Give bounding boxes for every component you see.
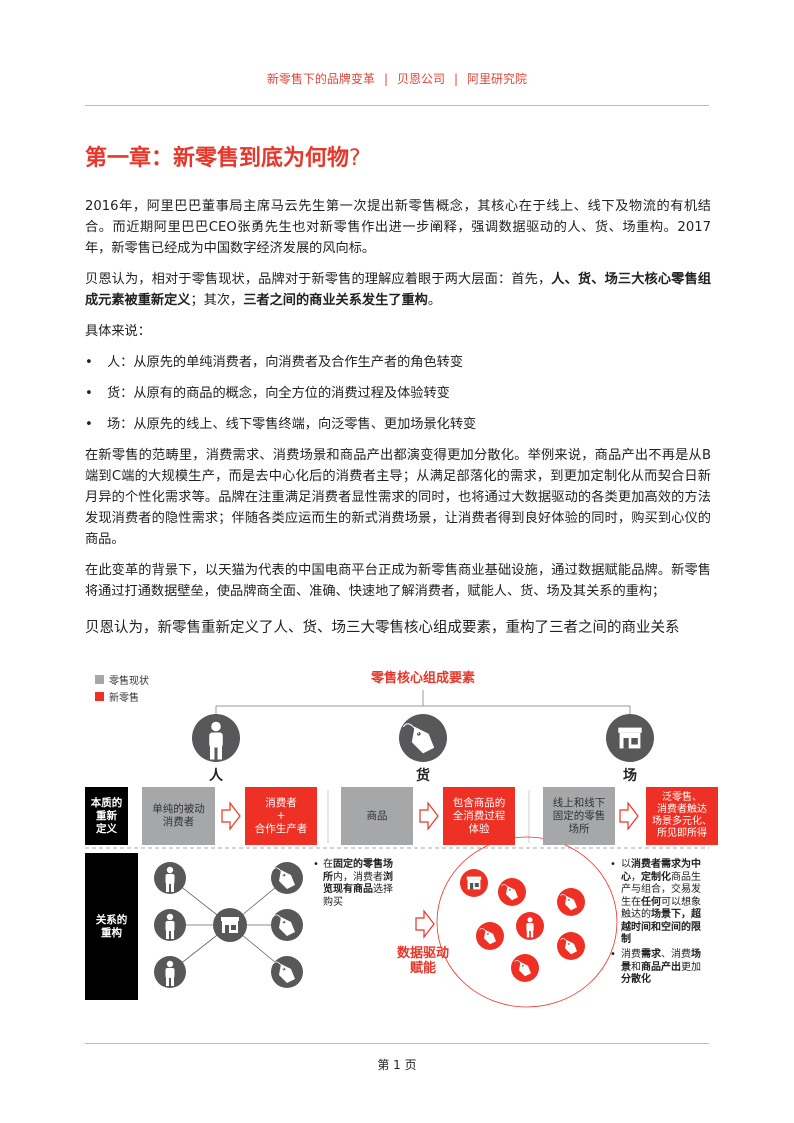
list-item: 人：从原先的单纯消费者，向消费者及合作生产者的角色转变 — [85, 352, 711, 373]
place-new-box: 泛零售、 消费者触达 场景多元化、 所见即所得 — [646, 787, 718, 845]
paragraph: 在此变革的背景下，以天猫为代表的中国电商平台正成为新零售商业基础设施，通过数据赋… — [85, 563, 711, 599]
header-institute: 阿里研究院 — [467, 72, 528, 86]
left-note: •在固定的零售场所内，消费者浏览现有商品选择购买 — [313, 859, 393, 908]
paragraph: 在新零售的范畴里，消费需求、消费场景和商品产出都演变得更加分散化。举例来说，商品… — [85, 448, 711, 547]
diagram-lead: 贝恩认为，新零售重新定义了人、货、场三大零售核心组成要素，重构了三者之间的商业关… — [85, 620, 680, 636]
place-current-box: 线上和线下 固定的零售 场所 — [543, 787, 615, 845]
header-company: 贝恩公司 — [396, 72, 445, 86]
goods-current-box: 商品 — [341, 787, 413, 845]
row-label-redefinition: 本质的 重新 定义 — [85, 787, 128, 845]
chapter-title: 第一章：新零售到底为何物? — [85, 146, 361, 171]
header-divider — [85, 105, 709, 106]
header-report-title: 新零售下的品牌变革 — [266, 72, 375, 86]
right-note-2: •消费需求、消费场景和商品产出更加分散化 — [610, 949, 701, 985]
goods-new-box: 包含商品的 全消费过程 体验 — [443, 787, 515, 845]
people-current-box: 单纯的被动 消费者 — [142, 787, 215, 845]
paragraph: 具体来说： — [85, 324, 151, 339]
data-driven-label: 数据驱动 赋能 — [396, 946, 449, 976]
row-label-restructure: 关系的 重构 — [85, 853, 138, 1000]
diagram-title: 零售核心组成要素 — [370, 671, 475, 686]
bullet-list: 人：从原先的单纯消费者，向消费者及合作生产者的角色转变 货：从原有的商品的概念，… — [85, 352, 711, 435]
legend-item-new: 新零售 — [95, 689, 139, 704]
element-label-place: 场 — [623, 768, 637, 784]
legend-item-current: 零售现状 — [95, 672, 149, 687]
body-text: 2016年，阿里巴巴董事局主席马云先生第一次提出新零售概念，其核心在于线上、线下… — [85, 196, 711, 649]
list-item: 场：从原先的线上、线下零售终端，向泛零售、更加场景化转变 — [85, 414, 711, 435]
paragraph: 2016年，阿里巴巴董事局主席马云先生第一次提出新零售概念，其核心在于线上、线下… — [85, 199, 711, 256]
legend-swatch — [95, 692, 104, 701]
list-item: 货：从原有的商品的概念，向全方位的消费过程及体验转变 — [85, 383, 711, 404]
element-label-people: 人 — [209, 768, 223, 784]
paragraph: 贝恩认为，相对于零售现状，品牌对于新零售的理解应着眼于两大层面：首先，人、货、场… — [85, 272, 712, 308]
page-number: 第 1 页 — [377, 1058, 417, 1072]
footer-divider — [85, 1043, 709, 1044]
right-note-1: •以消费者需求为中心，定制化商品生产与组合，交易发生在任何可以想象触达的场景下，… — [610, 859, 701, 945]
legend-swatch — [95, 675, 104, 684]
people-new-box: 消费者 + 合作生产者 — [245, 787, 317, 845]
running-header: 新零售下的品牌变革|贝恩公司|阿里研究院 — [266, 72, 528, 86]
element-label-goods: 货 — [416, 768, 430, 784]
